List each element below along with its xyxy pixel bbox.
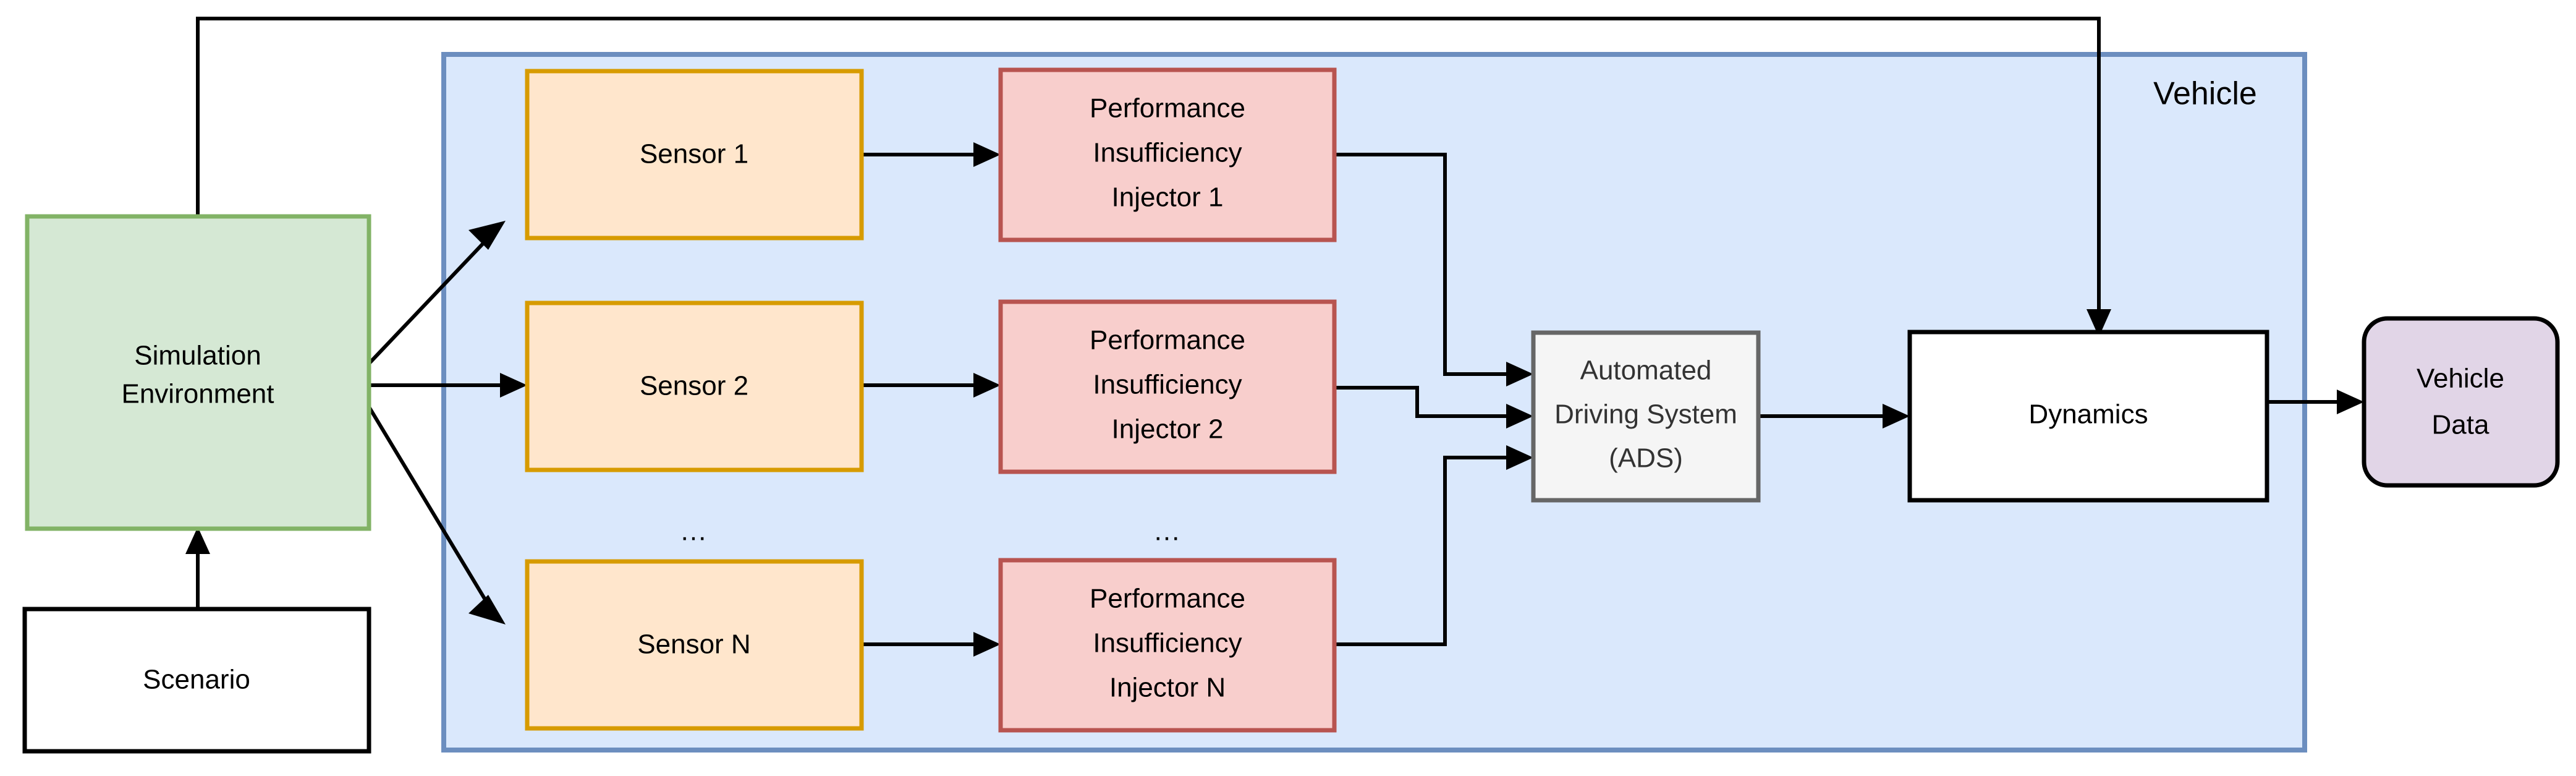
scenario-box[interactable] xyxy=(22,607,371,754)
simulation-environment-label-line1: Simulation xyxy=(134,341,261,371)
sensor-n-box[interactable] xyxy=(525,559,864,731)
injector-n-label-line2: Insufficiency xyxy=(1093,628,1242,659)
edge-injector-1-to-ads xyxy=(1334,153,1510,376)
sensor-1-label: Sensor 1 xyxy=(640,139,748,169)
injector-2-box[interactable] xyxy=(998,299,1337,474)
injector-column-ellipsis: ... xyxy=(1155,516,1181,547)
arrowhead-sensor-1-to-injector-1 xyxy=(973,142,1001,167)
sensor-n-label: Sensor N xyxy=(637,629,750,660)
node-sensor-1[interactable]: Sensor 1 xyxy=(525,69,864,241)
injector-1-label-line1: Performance xyxy=(1090,93,1245,124)
arrowhead-simulation-to-sensor-2 xyxy=(500,373,527,398)
sensor-2-box[interactable] xyxy=(525,301,864,472)
edge-injector-2-to-ads xyxy=(1334,386,1510,418)
injector-1-box[interactable] xyxy=(998,67,1337,242)
node-dynamics[interactable]: Dynamics xyxy=(1907,330,2269,503)
edge-simulation-to-dynamics xyxy=(196,17,2101,322)
arrowhead-injector-1-to-ads xyxy=(1506,362,1533,386)
node-injector-1[interactable]: Performance Insufficiency Injector 1 xyxy=(998,67,1337,242)
arrowhead-sensor-2-to-injector-2 xyxy=(973,373,1001,398)
injector-n-box[interactable] xyxy=(998,558,1337,733)
injector-2-label-line3: Injector 2 xyxy=(1112,414,1224,445)
injector-n-label-line1: Performance xyxy=(1090,584,1245,614)
arrowhead-simulation-to-sensor-n xyxy=(468,595,506,625)
vehicle-container-label: Vehicle xyxy=(2153,76,2257,112)
dynamics-box[interactable] xyxy=(1907,330,2269,503)
arrowhead-simulation-to-dynamics xyxy=(2087,309,2111,337)
arrowhead-simulation-to-sensor-1 xyxy=(468,221,506,250)
arrowhead-dynamics-to-vehicle-data xyxy=(2337,390,2364,414)
arrowhead-injector-n-to-ads xyxy=(1506,445,1533,470)
vehicle-data-label-line1: Vehicle xyxy=(2417,364,2504,394)
arrowhead-ads-to-dynamics xyxy=(1883,404,1910,429)
vehicle-data-label-line2: Data xyxy=(2432,410,2489,440)
edge-simulation-to-sensor-1 xyxy=(367,236,490,365)
node-sensor-2[interactable]: Sensor 2 xyxy=(525,301,864,472)
node-vehicle-data[interactable]: Vehicle Data xyxy=(2362,316,2560,488)
node-injector-n[interactable]: Performance Insufficiency Injector N xyxy=(998,558,1337,733)
edge-injector-n-to-ads xyxy=(1334,456,1510,646)
simulation-environment-box[interactable] xyxy=(25,214,371,531)
node-ads[interactable]: Automated Driving System (ADS) xyxy=(1531,330,1761,503)
dynamics-label: Dynamics xyxy=(2028,399,2148,430)
injector-2-label-line2: Insufficiency xyxy=(1093,370,1242,400)
node-injector-2[interactable]: Performance Insufficiency Injector 2 xyxy=(998,299,1337,474)
node-sensor-n[interactable]: Sensor N xyxy=(525,559,864,731)
node-simulation-environment[interactable]: Simulation Environment xyxy=(25,214,371,531)
injector-2-label-line1: Performance xyxy=(1090,325,1245,356)
arrowhead-injector-2-to-ads xyxy=(1506,404,1533,429)
sensor-2-label: Sensor 2 xyxy=(640,371,748,401)
edge-simulation-to-sensor-n xyxy=(367,406,490,606)
vehicle-data-box[interactable] xyxy=(2362,316,2560,488)
sensor-1-box[interactable] xyxy=(525,69,864,241)
sensor-column-ellipsis: ... xyxy=(681,516,708,547)
ads-label-line1: Automated xyxy=(1580,356,1712,386)
ads-label-line3: (ADS) xyxy=(1609,443,1683,474)
arrowhead-scenario-to-simulation xyxy=(185,527,210,554)
simulation-environment-label-line2: Environment xyxy=(121,379,274,409)
ads-label-line2: Driving System xyxy=(1554,399,1737,430)
injector-1-label-line2: Insufficiency xyxy=(1093,138,1242,168)
arrowhead-sensor-n-to-injector-n xyxy=(973,632,1001,657)
injector-n-label-line3: Injector N xyxy=(1109,673,1226,703)
scenario-label: Scenario xyxy=(143,665,250,695)
node-scenario[interactable]: Scenario xyxy=(22,607,371,754)
ads-box[interactable] xyxy=(1531,330,1761,503)
injector-1-label-line3: Injector 1 xyxy=(1112,182,1224,213)
